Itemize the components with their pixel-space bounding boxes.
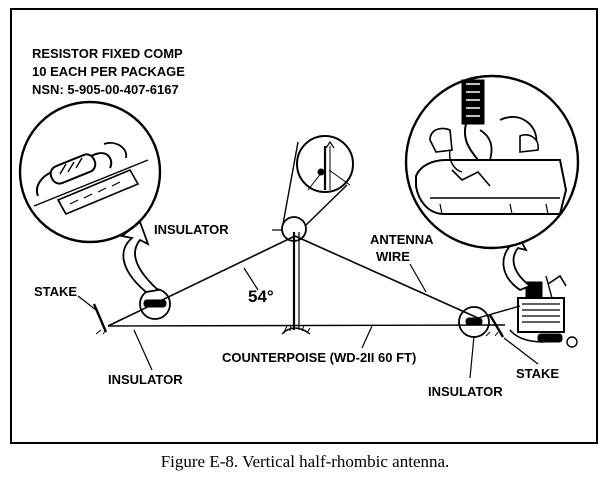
- radio-closeup-magnifier: [404, 74, 580, 250]
- stake-right-pointer: [503, 337, 539, 365]
- top-insulator-magnifier: [281, 135, 354, 242]
- antenna-wire-pointer: [409, 263, 427, 293]
- label-stake-left: STAKE: [34, 284, 78, 299]
- label-stake-right: STAKE: [516, 366, 560, 381]
- mast: [281, 232, 311, 335]
- left-stake: [92, 303, 108, 335]
- antenna-wire: [107, 235, 479, 327]
- label-angle: 54°: [248, 287, 274, 306]
- figure-caption: Figure E-8. Vertical half-rhombic antenn…: [160, 452, 450, 471]
- label-counterpoise: COUNTERPOISE (WD-2II 60 FT): [222, 350, 417, 365]
- right-stake: [485, 314, 505, 338]
- resistor-note-line3: NSN: 5-905-00-407-6167: [32, 82, 179, 97]
- label-antenna-wire-line2: WIRE: [376, 249, 410, 264]
- resistor-note-line2: 10 EACH PER PACKAGE: [32, 64, 185, 79]
- resistor-magnifier: [18, 100, 162, 244]
- label-insulator-top: INSULATOR: [154, 222, 229, 237]
- left-callout-arrow: [119, 220, 160, 293]
- left-insulator: [139, 288, 171, 320]
- insulator-right-pointer: [469, 335, 475, 379]
- resistor-note-line1: RESISTOR FIXED COMP: [32, 46, 183, 61]
- counterpoise-wire: [107, 324, 506, 327]
- label-antenna-wire-line1: ANTENNA: [370, 232, 434, 247]
- angle-pointer: [243, 267, 259, 291]
- label-insulator-right: INSULATOR: [428, 384, 503, 399]
- counterpoise-pointer: [361, 325, 373, 349]
- label-insulator-left: INSULATOR: [108, 372, 183, 387]
- insulator-left-pointer: [133, 329, 153, 371]
- right-insulator: [458, 306, 490, 338]
- stake-left-pointer: [77, 295, 97, 311]
